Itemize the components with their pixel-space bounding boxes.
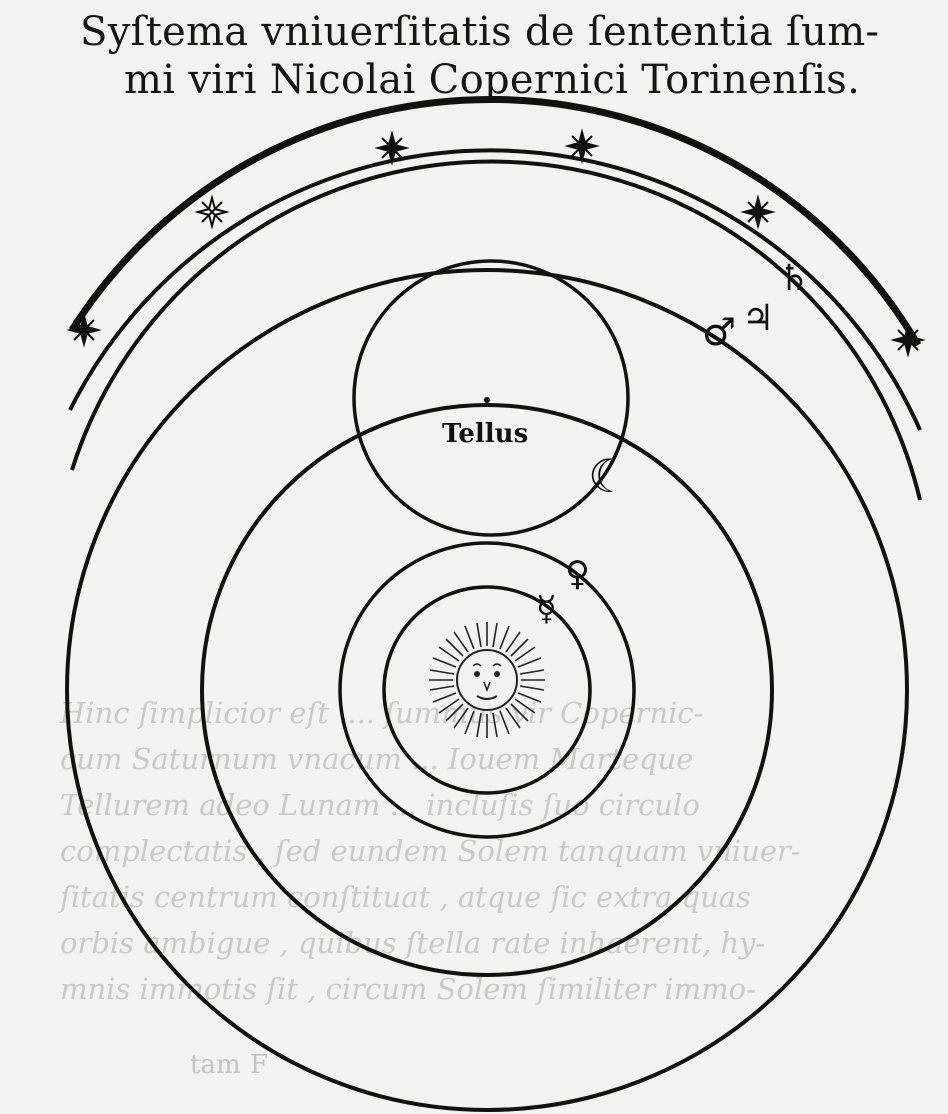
star-icon [66,312,102,348]
bleed-line: orbis ambigue , quibus ſtella rate inhae… [60,926,766,960]
star-icon [740,194,776,230]
bleed-signature-mid: F [250,1050,269,1080]
bleed-line: cum Saturnum vnacum ... Iouem Marteque [60,742,694,776]
star-icon [890,322,926,358]
bleed-line: complectatis , ſed eundem Solem tanquam … [60,834,801,868]
mercury-orbit [382,585,592,795]
mercury-symbol: ☿ [536,589,557,629]
diagram-title: Syſtema vniuerſitatis de ſententia ſum- … [60,8,940,104]
bleed-line: ſitatis centrum conſtituat , atque ſic e… [60,880,751,914]
bleed-signature-left: tam [190,1050,241,1080]
bleed-through-text: Hinc ſimplicior eſt .... ſummus vir Cope… [60,690,920,1012]
star-icon [564,128,600,164]
bleed-line: Hinc ſimplicior eſt .... ſummus vir Cope… [60,696,704,730]
moon-orbit [352,259,630,537]
sun-icon [429,622,545,738]
title-line-2: mi viri Nicolai Copernici Torinenſis. [124,57,861,103]
star-icon [194,194,230,230]
venus-orbit [338,541,636,839]
title-line-1: Syſtema vniuerſitatis de ſententia ſum- [80,9,880,55]
earth-point [484,397,490,403]
moon-symbol: ☾ [588,449,629,503]
earth-orbit [200,403,774,977]
saturn-orbit-arc [68,148,922,431]
jupiter-orbit-arc [70,159,922,501]
star-icon [374,130,410,166]
venus-symbol: ♀ [565,554,590,594]
fixed-stars-arc [69,95,922,347]
mars-symbol: ♂ [702,310,736,354]
earth-label: Tellus [442,419,528,449]
saturn-symbol: ♄ [778,258,810,299]
bleed-line: mnis immotis ſit , circum Solem ſimilite… [60,972,756,1006]
mars-orbit [65,268,909,1112]
jupiter-symbol: ♃ [742,298,774,339]
